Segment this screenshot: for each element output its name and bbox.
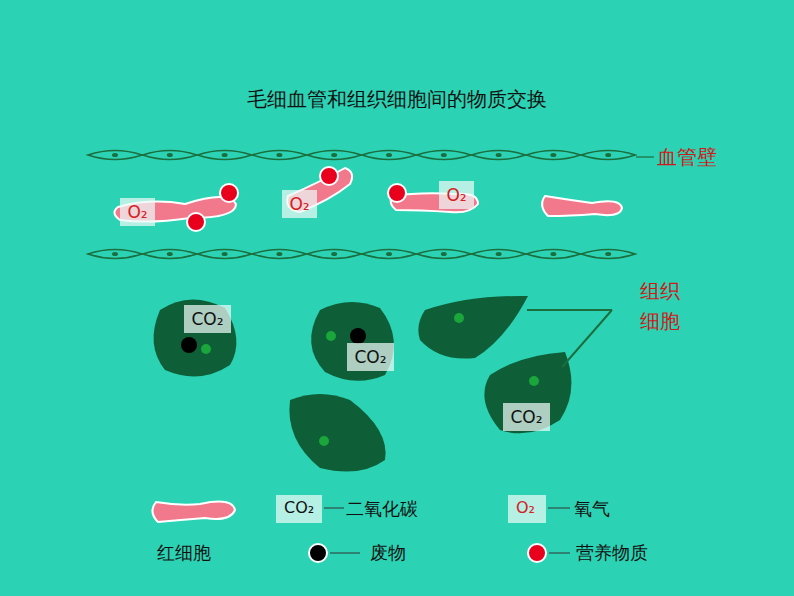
gas-box: O₂ [282, 190, 317, 218]
gas-label: O₂ [289, 194, 309, 214]
legend-sample-text: CO₂ [284, 498, 314, 517]
gas-box: CO₂ [347, 343, 394, 371]
gas-label: CO₂ [354, 347, 386, 367]
gas-label: O₂ [446, 185, 466, 205]
legend-swatch [528, 544, 546, 562]
legend-text: 废物 [370, 541, 406, 565]
legend-text: 氧气 [574, 497, 610, 521]
wall-label: 血管壁 [657, 144, 717, 171]
gas-box: CO₂ [503, 403, 550, 431]
gas-label: CO₂ [191, 309, 223, 329]
legend-text: 营养物质 [576, 541, 648, 565]
gas-box: O₂ [439, 181, 474, 209]
title: 毛细血管和组织细胞间的物质交换 [247, 86, 547, 113]
legend-sample-text: O₂ [516, 498, 535, 517]
tissue-label: 组织细胞 [640, 276, 681, 336]
gas-label: CO₂ [510, 407, 542, 427]
gas-box: CO₂ [184, 305, 231, 333]
gas-box: O₂ [120, 198, 155, 226]
gas-label: O₂ [127, 202, 147, 222]
legend-text: 红细胞 [157, 541, 211, 565]
legend-text: 二氧化碳 [346, 497, 418, 521]
legend-swatch [309, 544, 327, 562]
